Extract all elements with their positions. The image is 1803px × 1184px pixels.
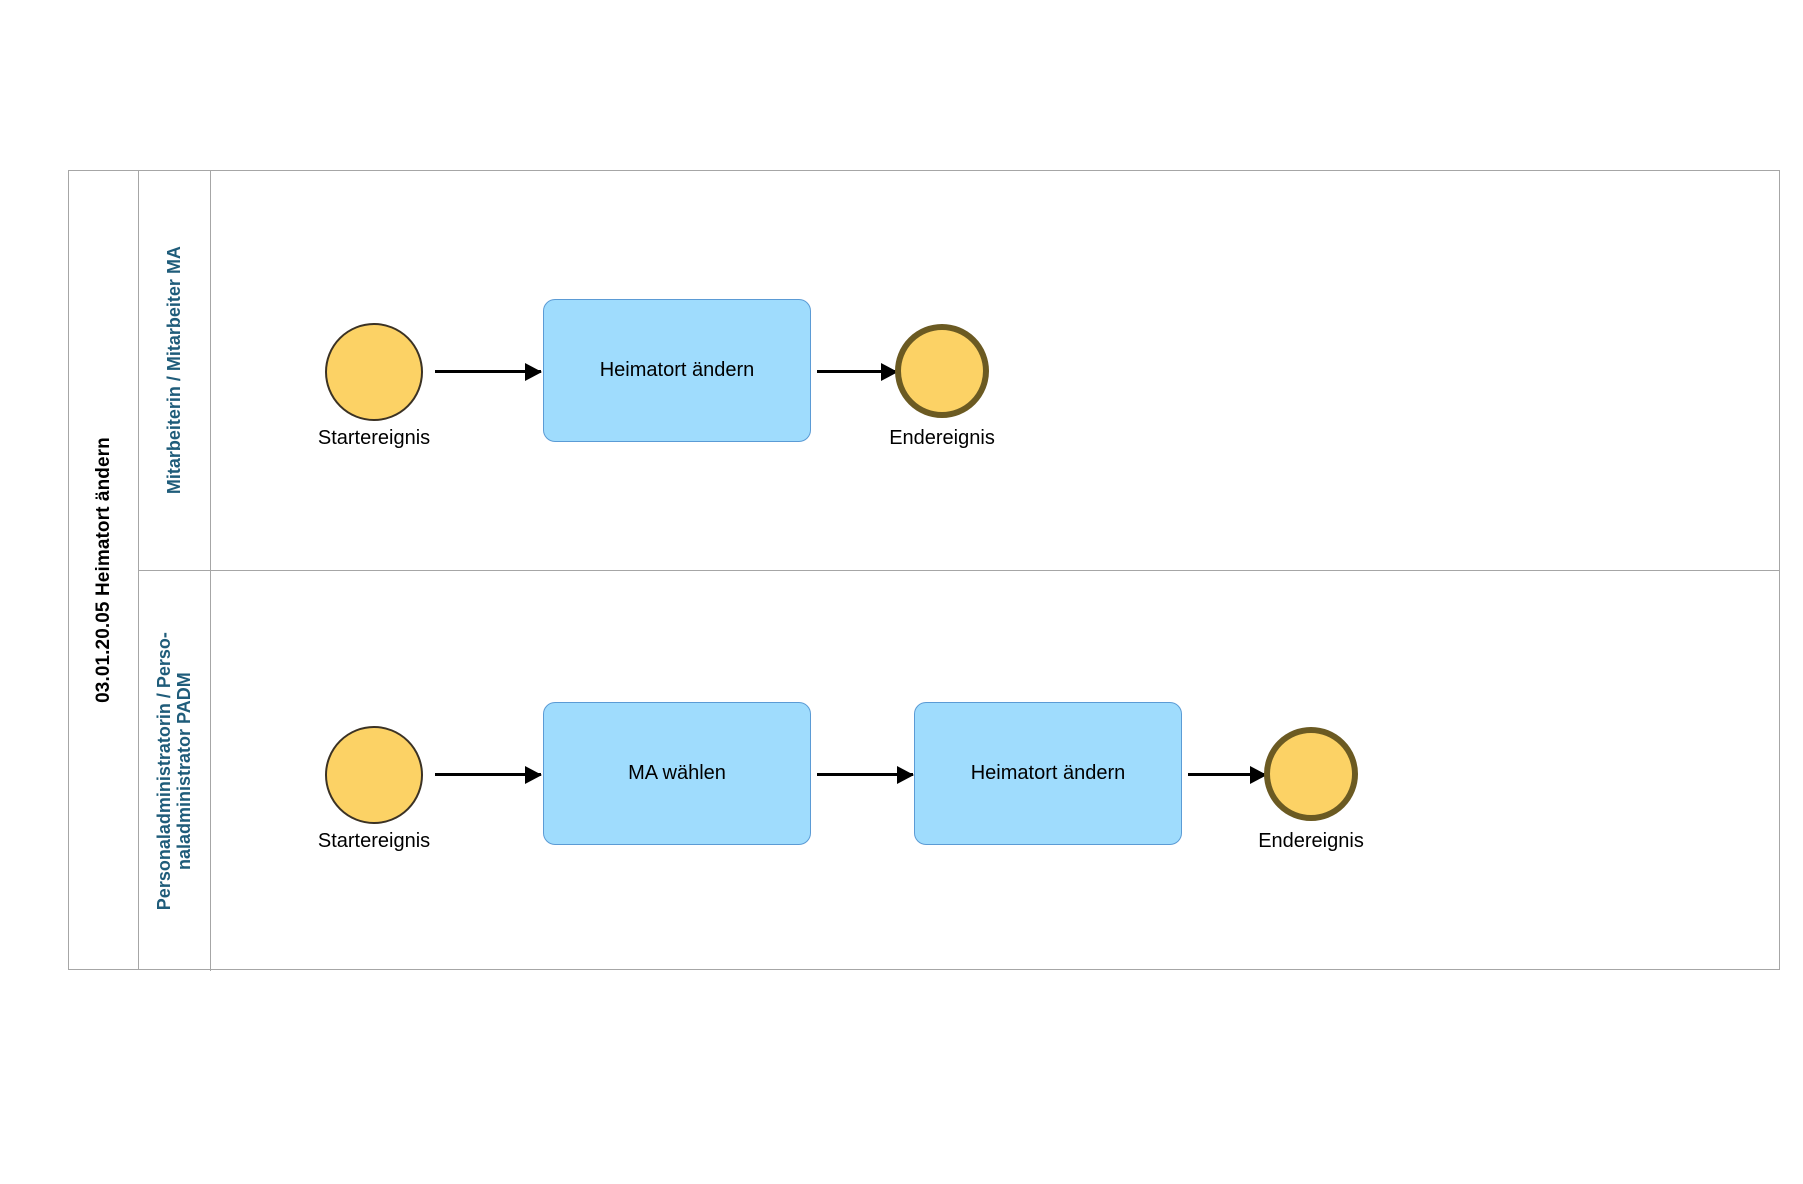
- lane-mitarbeiter-header: Mitarbeiterin / Mitarbeiter MA: [139, 171, 211, 570]
- pool-header: 03.01.20.05 Heimatort ändern: [69, 171, 139, 969]
- lane-mitarbeiter-label: Mitarbeiterin / Mitarbeiter MA: [164, 246, 185, 495]
- end-event-lane2[interactable]: [1264, 727, 1358, 821]
- task-heimatort-aendern-lane1[interactable]: Heimatort ändern: [543, 299, 811, 442]
- lane-padm-label: Personaladministratorin / Perso- naladmi…: [154, 631, 195, 911]
- pool-title: 03.01.20.05 Heimatort ändern: [92, 437, 114, 703]
- lane-padm-header: Personaladministratorin / Perso- naladmi…: [139, 571, 211, 971]
- end-event-lane1-label: Endereignis: [889, 427, 995, 449]
- arrowhead-icon: [881, 362, 898, 381]
- sequence-flow-lane2-3: [1188, 765, 1267, 784]
- sequence-flow-lane2-2: [817, 765, 914, 784]
- task-ma-waehlen[interactable]: MA wählen: [543, 702, 811, 845]
- lane-mitarbeiter: Mitarbeiterin / Mitarbeiter MA Starterei…: [139, 171, 1779, 571]
- sequence-flow-lane1-1: [435, 362, 542, 381]
- task-ma-waehlen-label: MA wählen: [628, 762, 726, 784]
- arrowhead-icon: [525, 362, 542, 381]
- start-event-lane2[interactable]: [325, 726, 423, 824]
- start-event-lane2-label: Startereignis: [317, 830, 431, 852]
- sequence-flow-lane1-2: [817, 362, 898, 381]
- lane-padm: Personaladministratorin / Perso- naladmi…: [139, 571, 1779, 971]
- arrowhead-icon: [525, 765, 542, 784]
- end-event-lane1[interactable]: [895, 324, 989, 418]
- sequence-flow-lane2-1: [435, 765, 542, 784]
- arrowhead-icon: [1250, 765, 1267, 784]
- task-heimatort-aendern-lane2[interactable]: Heimatort ändern: [914, 702, 1182, 845]
- arrowhead-icon: [897, 765, 914, 784]
- pool-heimatort-aendern: 03.01.20.05 Heimatort ändern Mitarbeiter…: [68, 170, 1780, 971]
- task-heimatort-aendern-lane1-label: Heimatort ändern: [599, 359, 755, 381]
- task-heimatort-aendern-lane2-label: Heimatort ändern: [970, 762, 1126, 784]
- end-event-lane2-label: Endereignis: [1258, 830, 1364, 852]
- start-event-lane1-label: Startereignis: [317, 427, 431, 449]
- start-event-lane1[interactable]: [325, 323, 423, 421]
